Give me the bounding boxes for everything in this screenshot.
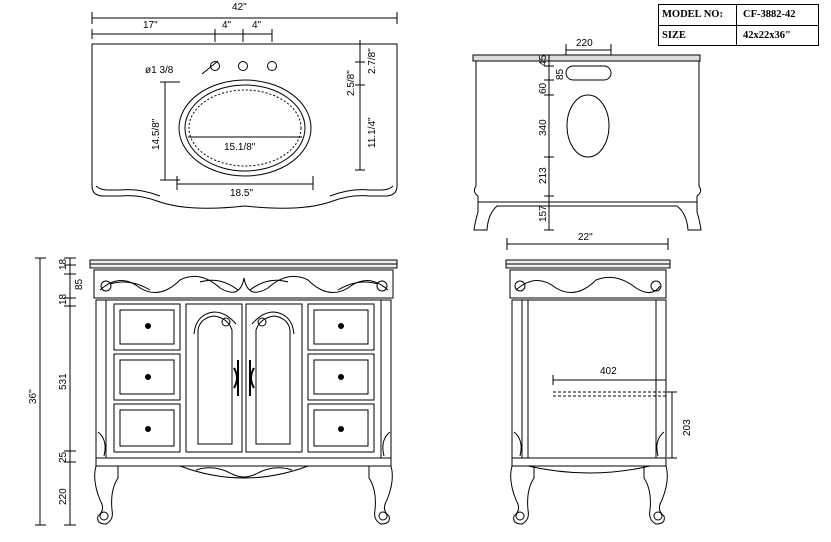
dim-4in-a: 4" (222, 20, 232, 31)
dim-45: 45 (538, 54, 549, 66)
dim-42in: 42" (232, 2, 247, 13)
dim-4in-b: 4" (252, 20, 262, 31)
spec-table: MODEL NO: CF-3882-42 SIZE 42x22x36" (658, 4, 819, 46)
dim-531: 531 (58, 373, 69, 390)
dim-220-top: 220 (576, 38, 593, 49)
dim-213: 213 (538, 167, 549, 184)
side-section: 220 45 85 60 340 213 157 (472, 38, 702, 231)
dim-right-2: 2.5/8" (346, 70, 357, 96)
model-row: MODEL NO: CF-3882-42 (659, 5, 818, 25)
dim-right-3: 11.1/4" (367, 117, 378, 148)
drawer-right-3[interactable] (307, 403, 375, 453)
dim-36in: 36" (28, 389, 39, 404)
dim-157: 157 (538, 205, 549, 222)
dim-25: 25 (58, 451, 69, 463)
dim-402: 402 (600, 366, 617, 377)
dim-85-front: 85 (74, 278, 85, 290)
dim-18-b: 18 (58, 293, 69, 305)
dim-220-front: 220 (58, 488, 69, 505)
dim-18-a: 18 (58, 258, 69, 270)
dim-60: 60 (538, 82, 549, 94)
drawer-left-1[interactable] (113, 303, 181, 351)
dim-bowl-inner: 15.1/8" (224, 142, 256, 153)
size-label: SIZE (659, 26, 737, 46)
dim-22in: 22" (578, 232, 593, 243)
dim-203: 203 (682, 419, 693, 436)
door-right[interactable] (245, 303, 303, 453)
top-view: 42" 17" 4" 4" ø1 3/8 15.1/8" 18.5" 14.5/… (91, 2, 398, 209)
dim-bowl-depth: 14.5/8" (151, 118, 162, 150)
model-label: MODEL NO: (659, 5, 737, 25)
dim-17in: 17" (143, 20, 158, 31)
size-row: SIZE 42x22x36" (659, 25, 818, 46)
size-value: 42x22x36" (743, 30, 791, 41)
dim-340: 340 (538, 119, 549, 136)
dim-bowl-outer: 18.5" (230, 188, 253, 199)
side-view: 22" 402 203 (505, 232, 693, 525)
drawer-right-2[interactable] (307, 353, 375, 401)
door-left[interactable] (185, 303, 243, 453)
drawer-left-3[interactable] (113, 403, 181, 453)
model-value: CF-3882-42 (743, 9, 796, 20)
hole-diameter: ø1 3/8 (145, 65, 174, 76)
dim-right-1: 2.7/8" (367, 48, 378, 74)
front-view: 36" 18 85 18 531 25 220 (28, 257, 398, 526)
drawer-left-2[interactable] (113, 353, 181, 401)
dim-85-side: 85 (555, 68, 566, 80)
drawer-right-1[interactable] (307, 303, 375, 351)
